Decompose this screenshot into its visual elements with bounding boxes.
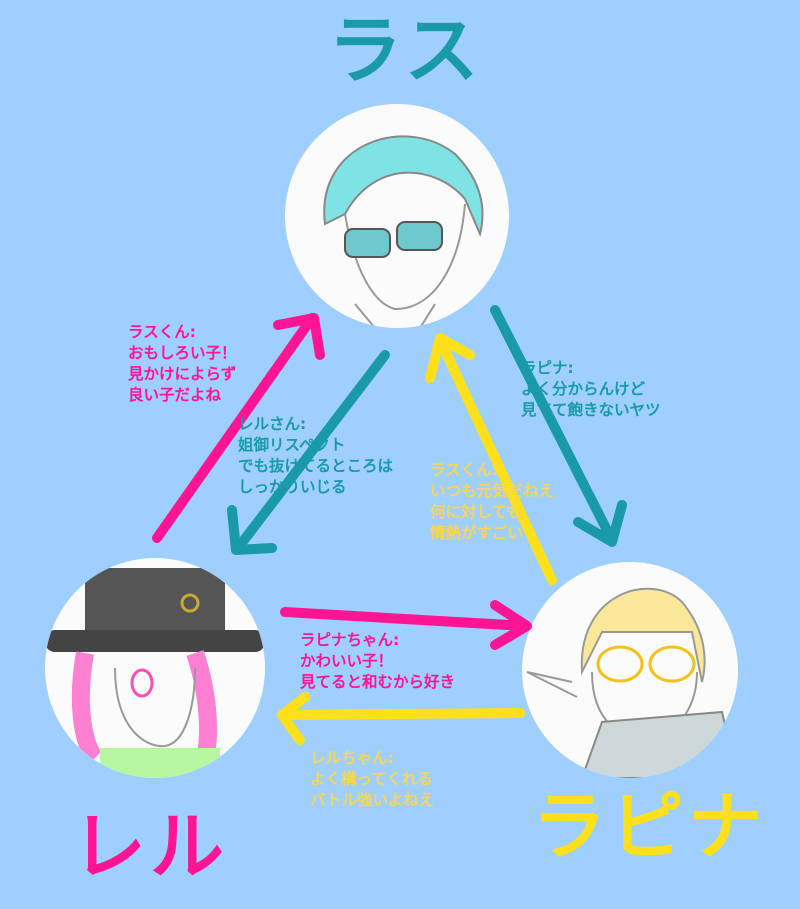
arrow-ras-to-rapina	[490, 305, 627, 547]
label-line: でも抜けてるところは	[238, 457, 394, 475]
name-rapina: ラピナ	[532, 784, 766, 870]
label-reru-to-ras: ラスくん: おもしろい子！ 見かけによらず良い子だよね	[128, 322, 237, 406]
label-rapina-to-ras: ラスくん: いつも元気だねえ何に対しても情熱がすごい	[430, 460, 554, 544]
label-line: 情熱がすごい	[430, 524, 524, 542]
label-line: よく分からんけど	[521, 380, 646, 398]
label-line: バトル強いよねえ	[310, 791, 435, 809]
label-line: ラピナちゃん:	[300, 631, 400, 649]
label-rapina-to-reru: レルちゃん: よく構ってくれるバトル強いよねえ	[310, 748, 434, 811]
label-line: 見てて飽きないヤツ	[521, 401, 661, 419]
label-line: ラスくん:	[128, 323, 196, 341]
label-line: ラスくん:	[430, 461, 498, 479]
label-line: 良い子だよね	[128, 386, 222, 404]
label-ras-to-reru: レルさん: 姐御リスペクトでも抜けてるところはしっかりいじる	[238, 414, 393, 498]
label-line: レルちゃん:	[310, 749, 394, 767]
label-line: 何に対しても	[430, 503, 522, 521]
arrow-reru-to-rapina	[280, 600, 532, 650]
avatar-rapina	[522, 562, 738, 778]
arrow-ras-to-reru	[227, 350, 390, 555]
arrow-rapina-to-reru	[277, 692, 525, 745]
label-line: よく構ってくれる	[310, 770, 433, 788]
label-reru-to-rapina: ラピナちゃん: かわいい子！ 見てると和むから好き	[300, 630, 455, 693]
arrow-rapina-to-ras	[425, 333, 557, 585]
label-line: ラピナ:	[521, 359, 574, 377]
label-line: しっかりいじる	[238, 478, 347, 496]
arrow-reru-to-ras	[152, 313, 325, 543]
label-ras-to-rapina: ラピナ: よく分からんけど見てて飽きないヤツ	[521, 358, 661, 421]
name-ras: ラス	[328, 8, 483, 94]
name-reru: レル	[72, 804, 228, 890]
label-line: 見てると和むから好き	[300, 673, 456, 691]
label-line: レルさん:	[238, 415, 307, 433]
label-line: 姐御リスペクト	[238, 436, 346, 454]
ras-portrait	[323, 135, 484, 328]
label-line: かわいい子！	[300, 652, 394, 670]
label-line: おもしろい子！	[128, 344, 237, 362]
label-line: いつも元気だねえ	[430, 482, 555, 500]
label-line: 見かけによらず	[128, 365, 237, 383]
avatar-ras	[285, 104, 509, 328]
